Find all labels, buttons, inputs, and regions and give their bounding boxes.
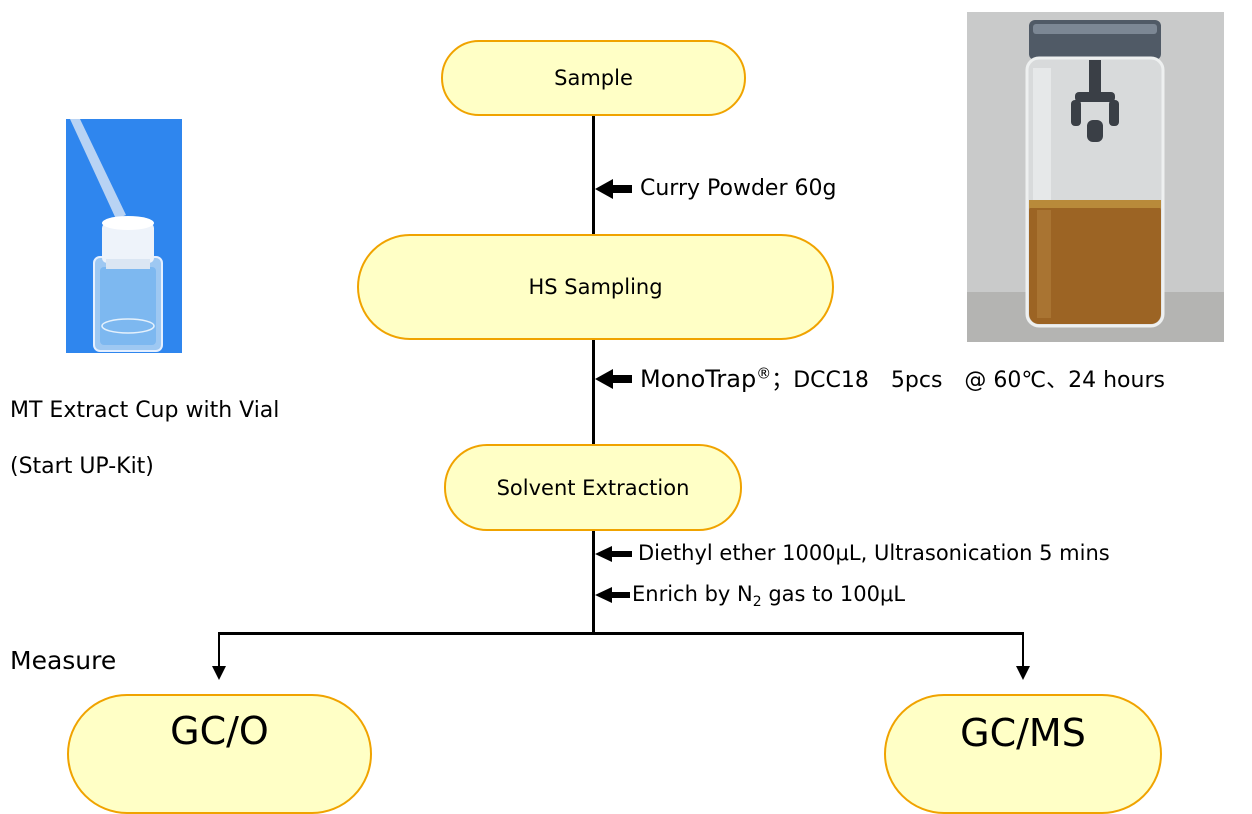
- gcms-node: GC/MS: [884, 694, 1162, 814]
- gco-node: GC/O: [67, 694, 372, 814]
- solvent-extraction-node: Solvent Extraction: [444, 444, 742, 531]
- main-flow-line: [592, 115, 595, 633]
- sample-node: Sample: [441, 40, 746, 116]
- ether-step-label: Diethyl ether 1000μL, Ultrasonication 5 …: [638, 541, 1110, 565]
- extract-cup-caption-line1: MT Extract Cup with Vial: [10, 398, 280, 423]
- left-arrow-icon: [595, 369, 632, 389]
- jar-illustration: [967, 12, 1224, 342]
- monotrap-name: MonoTrap: [640, 365, 757, 393]
- hs-sampling-node: HS Sampling: [357, 234, 834, 340]
- arrow-layer: [212, 179, 1030, 680]
- extract-cup-photo: [66, 119, 182, 353]
- branch-line: [218, 632, 1024, 635]
- down-arrow-icon: [1016, 666, 1030, 680]
- extract-cup-caption-line2: (Start UP-Kit): [10, 454, 154, 479]
- sample-jar-photo: [967, 12, 1224, 342]
- right-branch-drop: [1022, 632, 1024, 672]
- gcms-label: GC/MS: [960, 711, 1086, 755]
- left-arrow-icon: [595, 587, 630, 603]
- gco-label: GC/O: [170, 709, 269, 753]
- solvent-extraction-label: Solvent Extraction: [496, 475, 690, 500]
- curry-step-label: Curry Powder 60g: [640, 176, 837, 201]
- monotrap-step-label: MonoTrap®；DCC18 5pcs @ 60℃、24 hours: [640, 362, 1165, 394]
- hs-sampling-label: HS Sampling: [528, 275, 663, 299]
- left-branch-drop: [218, 632, 220, 672]
- down-arrow-icon: [212, 666, 226, 680]
- vial-illustration: [70, 119, 163, 352]
- registered-mark: ®: [756, 364, 772, 383]
- left-arrow-icon: [595, 546, 632, 562]
- enrich-subscript: 2: [752, 594, 762, 611]
- sample-label: Sample: [554, 66, 633, 90]
- left-arrow-icon: [595, 179, 632, 199]
- enrich-prefix: Enrich by N: [632, 582, 753, 606]
- enrich-suffix: gas to 100μL: [761, 582, 906, 606]
- monotrap-conditions: ；DCC18 5pcs @ 60℃、24 hours: [771, 368, 1165, 393]
- measure-label: Measure: [10, 646, 117, 675]
- enrich-step-label: Enrich by N2 gas to 100μL: [632, 582, 905, 610]
